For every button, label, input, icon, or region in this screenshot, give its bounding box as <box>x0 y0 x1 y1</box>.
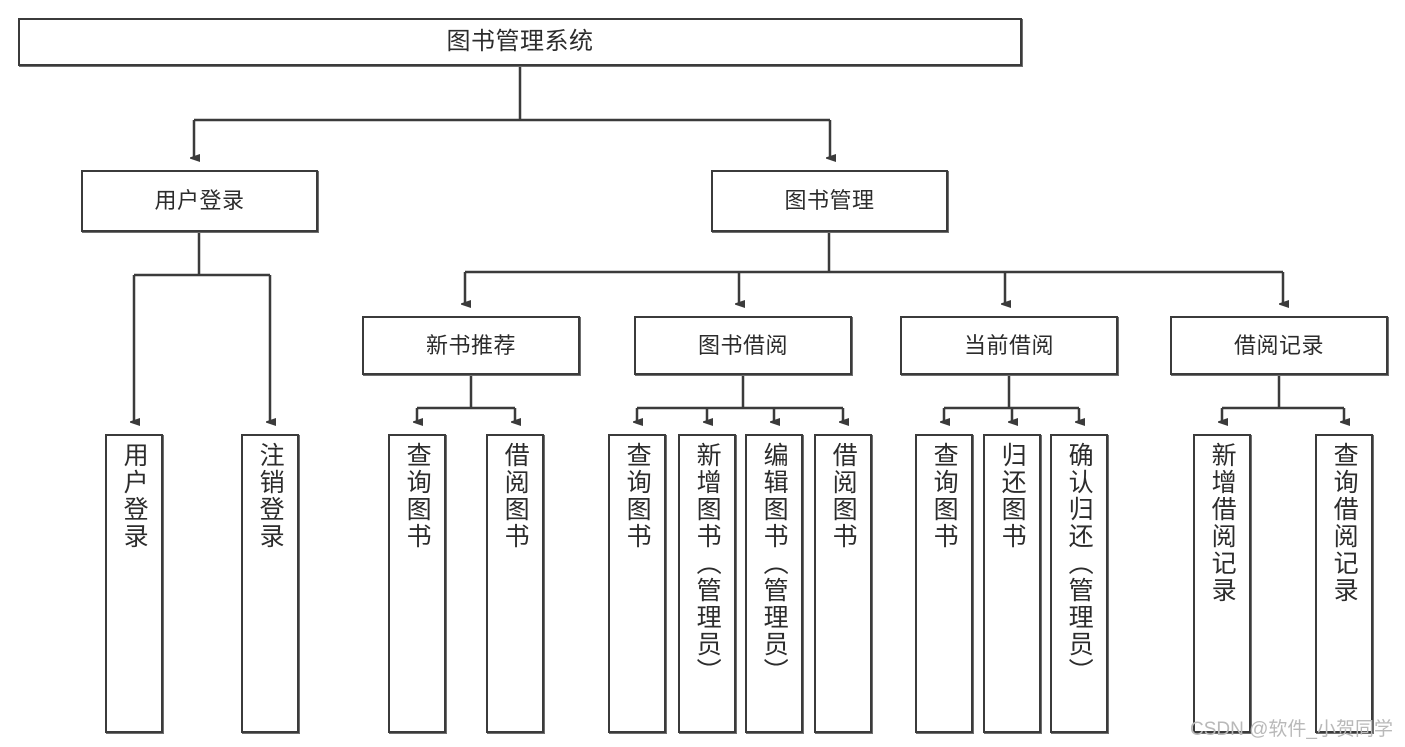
node-leaf-current-return-book[interactable]: 归还图书 <box>983 434 1041 733</box>
node-label: 注销登录 <box>256 442 285 550</box>
node-leaf-borrow-edit-book[interactable]: 编辑图书（管理员） <box>745 434 803 733</box>
node-leaf-current-query-book[interactable]: 查询图书 <box>915 434 973 733</box>
node-leaf-borrow-borrow-book[interactable]: 借阅图书 <box>814 434 872 733</box>
node-label: 用户登录 <box>154 188 245 214</box>
node-label: 确认归还（管理员） <box>1065 442 1094 685</box>
node-label: 新增图书（管理员） <box>693 442 722 685</box>
node-label: 查询图书 <box>623 442 652 550</box>
node-leaf-borrow-query-book[interactable]: 查询图书 <box>608 434 666 733</box>
csdn-watermark: CSDN @软件_小贺同学 <box>1190 719 1393 740</box>
node-borrow-record[interactable]: 借阅记录 <box>1170 316 1388 375</box>
node-leaf-record-query[interactable]: 查询借阅记录 <box>1315 434 1373 733</box>
node-current-borrow[interactable]: 当前借阅 <box>900 316 1118 375</box>
node-leaf-current-confirm-return[interactable]: 确认归还（管理员） <box>1050 434 1108 733</box>
node-label: 图书借阅 <box>697 332 788 358</box>
node-label: 新书推荐 <box>425 332 516 358</box>
node-label: 借阅记录 <box>1233 332 1324 358</box>
node-label: 查询借阅记录 <box>1330 442 1359 604</box>
node-leaf-rec-query-book[interactable]: 查询图书 <box>388 434 446 733</box>
node-label: 归还图书 <box>998 442 1027 550</box>
node-label: 编辑图书（管理员） <box>760 442 789 685</box>
node-root-system[interactable]: 图书管理系统 <box>18 18 1022 66</box>
node-leaf-user-login[interactable]: 用户登录 <box>105 434 163 733</box>
node-label: 当前借阅 <box>963 332 1054 358</box>
node-label: 查询图书 <box>403 442 432 550</box>
node-book-borrow[interactable]: 图书借阅 <box>634 316 852 375</box>
node-user-login[interactable]: 用户登录 <box>81 170 318 232</box>
node-label: 新增借阅记录 <box>1208 442 1237 604</box>
node-leaf-record-add[interactable]: 新增借阅记录 <box>1193 434 1251 733</box>
node-book-manage[interactable]: 图书管理 <box>711 170 948 232</box>
node-new-book-recommend[interactable]: 新书推荐 <box>362 316 580 375</box>
node-label: 查询图书 <box>930 442 959 550</box>
node-label: 借阅图书 <box>501 442 530 550</box>
node-leaf-borrow-add-book[interactable]: 新增图书（管理员） <box>678 434 736 733</box>
node-label: 图书管理系统 <box>446 27 594 55</box>
node-label: 用户登录 <box>120 442 149 550</box>
node-leaf-rec-borrow-book[interactable]: 借阅图书 <box>486 434 544 733</box>
node-label: 借阅图书 <box>829 442 858 550</box>
node-label: 图书管理 <box>784 188 875 214</box>
node-leaf-user-logout[interactable]: 注销登录 <box>241 434 299 733</box>
